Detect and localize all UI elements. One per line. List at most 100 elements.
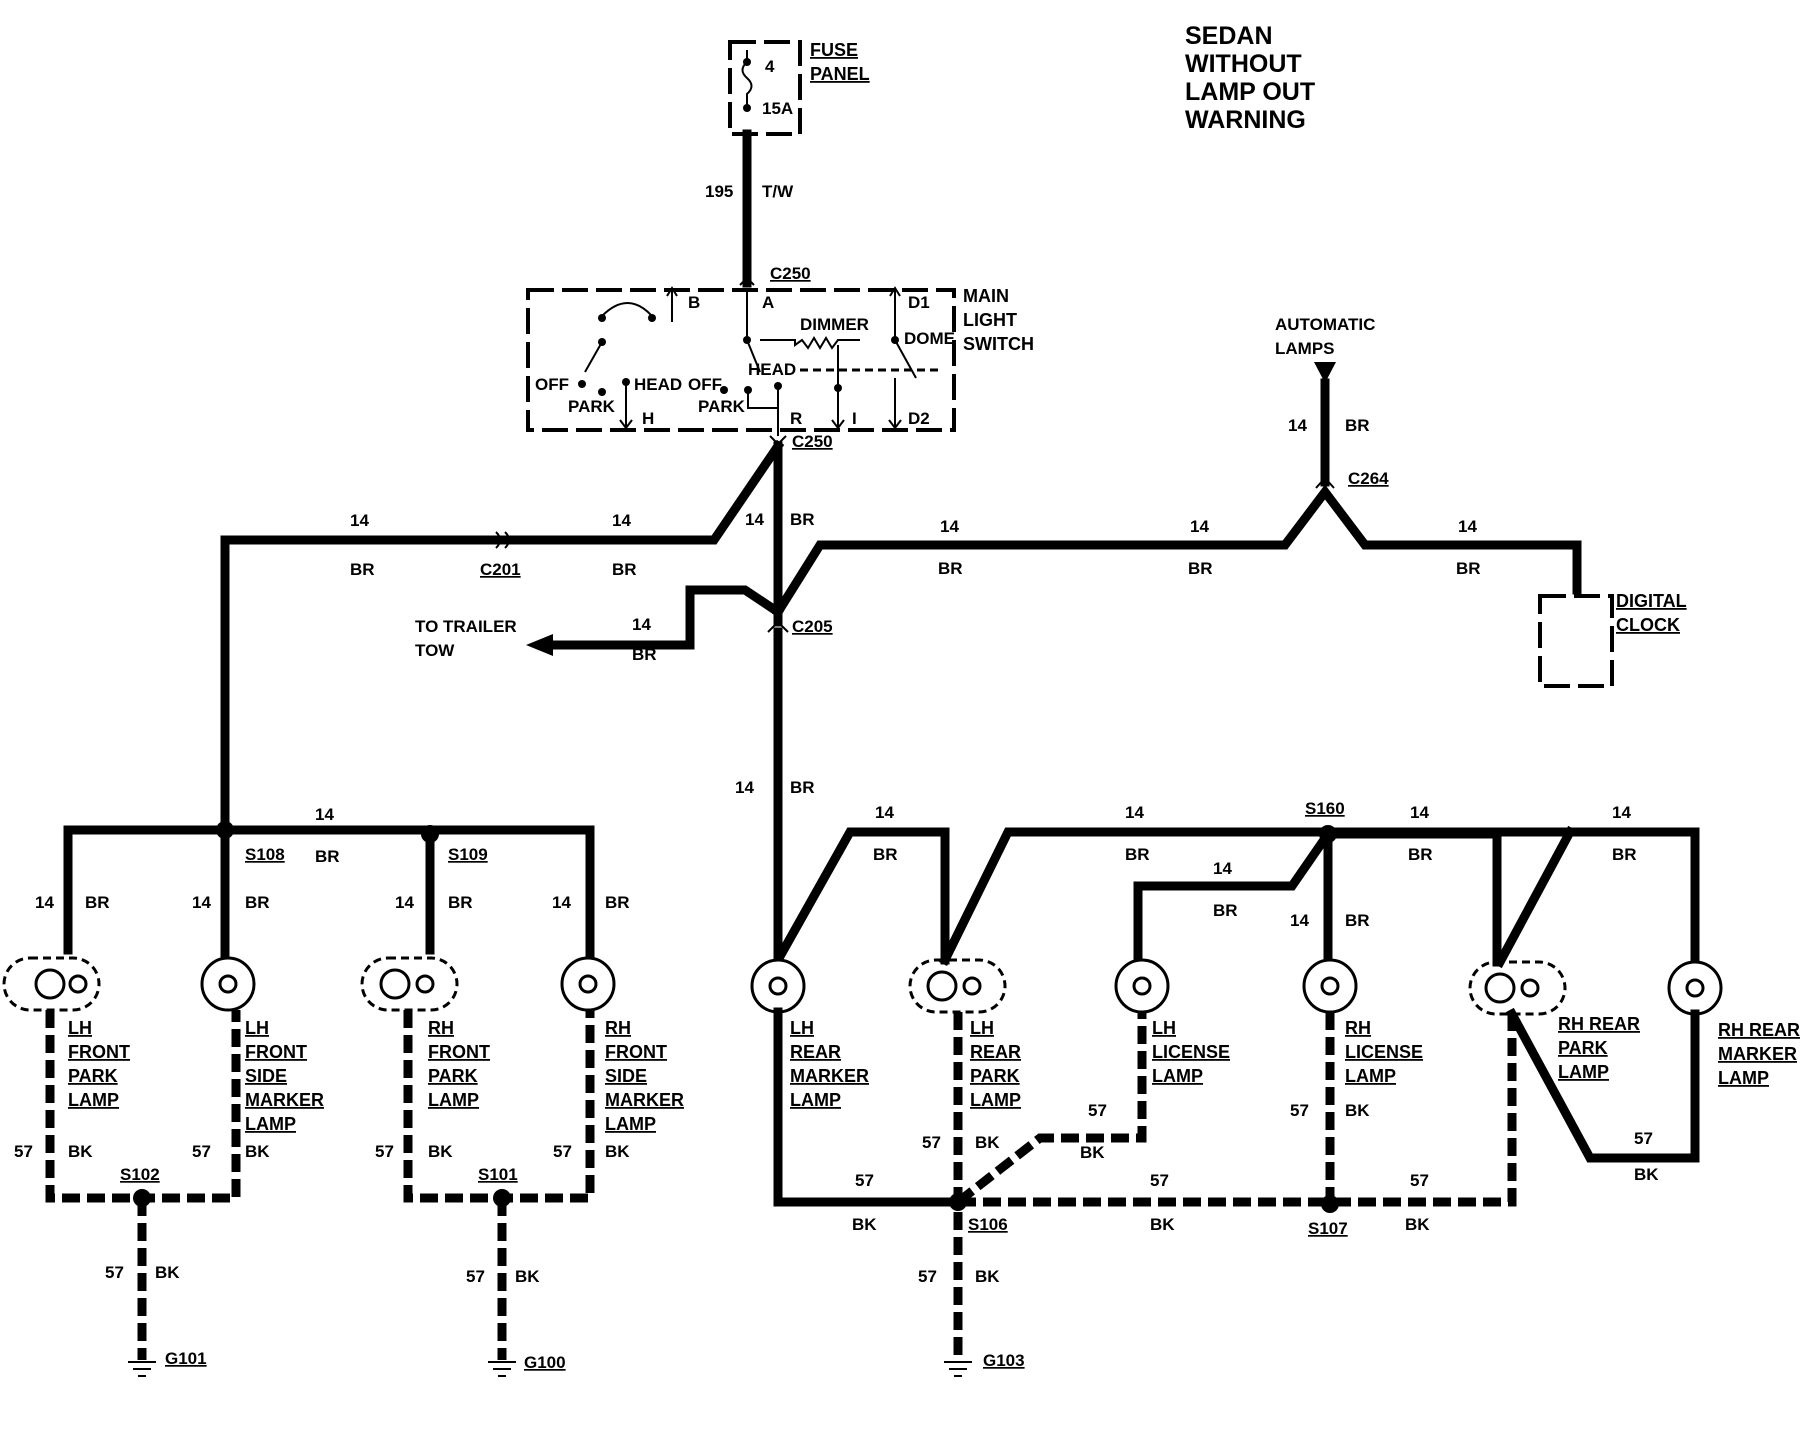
- rh-front-park-lamp: RH FRONT PARK LAMP: [360, 956, 490, 1110]
- switch-pos-park-1: PARK: [568, 397, 616, 416]
- connector-c205-symbol: [767, 620, 789, 633]
- fuse-panel-name-2: PANEL: [810, 64, 870, 84]
- lamp-housing: [1468, 960, 1567, 1016]
- wire-label-14: 14: [1288, 416, 1307, 435]
- lamp-label: MARKER: [1718, 1044, 1797, 1064]
- lamp-label: PARK: [68, 1066, 118, 1086]
- lamp-label: RH: [605, 1018, 631, 1038]
- switch-park-node: [598, 388, 606, 396]
- lamp-label: LAMP: [68, 1090, 119, 1110]
- diagram-title: SEDAN WITHOUT LAMP OUT WARNING: [1185, 22, 1315, 134]
- lh-front-park-lamp: LH FRONT PARK LAMP: [2, 956, 130, 1110]
- digital-clock-box: [1538, 594, 1614, 688]
- wire-label-bk: BK: [975, 1133, 1000, 1152]
- switch-node: [648, 314, 656, 322]
- wire-label-br: BR: [1456, 559, 1481, 578]
- wire-195-color-label: T/W: [762, 182, 794, 201]
- lamp-label: MARKER: [605, 1090, 684, 1110]
- bulb-icon: [962, 976, 982, 996]
- ground-g101-label: G101: [165, 1349, 207, 1368]
- switch-blade-2: [746, 339, 761, 373]
- ground-g100: G100: [488, 1353, 566, 1377]
- switch-blade: [584, 341, 603, 373]
- wire-label-57: 57: [918, 1267, 937, 1286]
- wire-label-bk: BK: [68, 1142, 93, 1161]
- splice-s106: S106: [968, 1215, 1008, 1234]
- wire-label-14: 14: [395, 893, 414, 912]
- wire-label-br: BR: [1188, 559, 1213, 578]
- lamp-label: LICENSE: [1152, 1042, 1230, 1062]
- dome-label: DOME: [904, 329, 955, 348]
- lamp-label: SIDE: [245, 1066, 287, 1086]
- terminal-i-arrow: [831, 419, 845, 430]
- connector-c264: C264: [1348, 469, 1389, 488]
- wire-label-br: BR: [245, 893, 270, 912]
- wire-label-57: 57: [1634, 1129, 1653, 1148]
- terminal-i-label: I: [852, 409, 857, 428]
- dimmer-label: DIMMER: [800, 315, 869, 334]
- terminal-d2-label: D2: [908, 409, 930, 428]
- lh-rear-park-lamp: LH REAR PARK LAMP: [908, 958, 1021, 1110]
- lamp-label: FRONT: [605, 1042, 667, 1062]
- splice-s160-dot: [1319, 825, 1337, 843]
- lh-license-lamp: LH LICENSE LAMP: [1114, 958, 1230, 1086]
- wire-label-14: 14: [350, 511, 369, 530]
- bulb-filament-icon: [768, 976, 788, 996]
- terminal-b-arrow: [666, 286, 678, 297]
- fuse-terminal-top: [743, 58, 751, 66]
- wire-label-br: BR: [1125, 845, 1150, 864]
- rh-front-side-marker-lamp: RH FRONT SIDE MARKER LAMP: [560, 956, 684, 1134]
- wire-label-br: BR: [605, 893, 630, 912]
- title-line-2: WITHOUT: [1185, 50, 1302, 78]
- lamp-label: LAMP: [1152, 1066, 1203, 1086]
- dimmer-resistor: [760, 336, 860, 350]
- lamp-label: LAMP: [1558, 1062, 1609, 1082]
- wire-label-14: 14: [745, 510, 764, 529]
- wire-label-57: 57: [1150, 1171, 1169, 1190]
- wire-label-14: 14: [192, 893, 211, 912]
- wire-label-bk: BK: [155, 1263, 180, 1282]
- wire-label-br: BR: [448, 893, 473, 912]
- ground-icon: [128, 1361, 156, 1377]
- connector-c250-bottom: C250: [792, 432, 833, 451]
- lamp-label: SIDE: [605, 1066, 647, 1086]
- wire-label-bk: BK: [1150, 1215, 1175, 1234]
- wire-label-14: 14: [632, 615, 651, 634]
- lamp-label: PARK: [970, 1066, 1020, 1086]
- lamp-label: LH: [68, 1018, 92, 1038]
- switch-link: [747, 386, 779, 409]
- switch-pos-park-2: PARK: [698, 397, 746, 416]
- fuse-panel: 4 15A FUSE PANEL: [728, 40, 870, 136]
- bulb-icon: [415, 974, 435, 994]
- lamp-label: PARK: [1558, 1038, 1608, 1058]
- bulb-icon: [34, 968, 66, 1000]
- wire-label-14: 14: [315, 805, 334, 824]
- main-light-switch-name-1: MAIN: [963, 286, 1009, 306]
- lamp-label: REAR: [970, 1042, 1021, 1062]
- switch-contact-arc: [601, 302, 653, 317]
- switch-off-node: [578, 380, 586, 388]
- wire-label-bk: BK: [852, 1215, 877, 1234]
- splice-s101: S101: [478, 1165, 518, 1184]
- ground-g101: G101: [128, 1349, 207, 1377]
- rh-rear-marker-lamp: RH REAR MARKER LAMP: [1667, 960, 1800, 1088]
- wire-label-bk: BK: [1345, 1101, 1370, 1120]
- wire-label-bk: BK: [1080, 1143, 1105, 1162]
- wire-label-57: 57: [1088, 1101, 1107, 1120]
- wire-14-br-lh-license-feed: [1133, 827, 1335, 963]
- ground-g103-label: G103: [983, 1351, 1025, 1370]
- wire-label-br: BR: [612, 560, 637, 579]
- wire-label-br: BR: [1213, 901, 1238, 920]
- lamp-label: LAMP: [1345, 1066, 1396, 1086]
- wire-label-14: 14: [1290, 911, 1309, 930]
- connector-c205: C205: [792, 617, 833, 636]
- connector-c201-symbol: [495, 531, 510, 549]
- switch-pos-head-2: HEAD: [748, 360, 796, 379]
- lamp-label: RH REAR: [1558, 1014, 1640, 1034]
- fuse-number: 4: [765, 57, 775, 76]
- wire-195-circuit-label: 195: [705, 182, 733, 201]
- fuse-icon: [741, 50, 753, 108]
- wire-label-14: 14: [1458, 517, 1477, 536]
- lamp-label: LAMP: [428, 1090, 479, 1110]
